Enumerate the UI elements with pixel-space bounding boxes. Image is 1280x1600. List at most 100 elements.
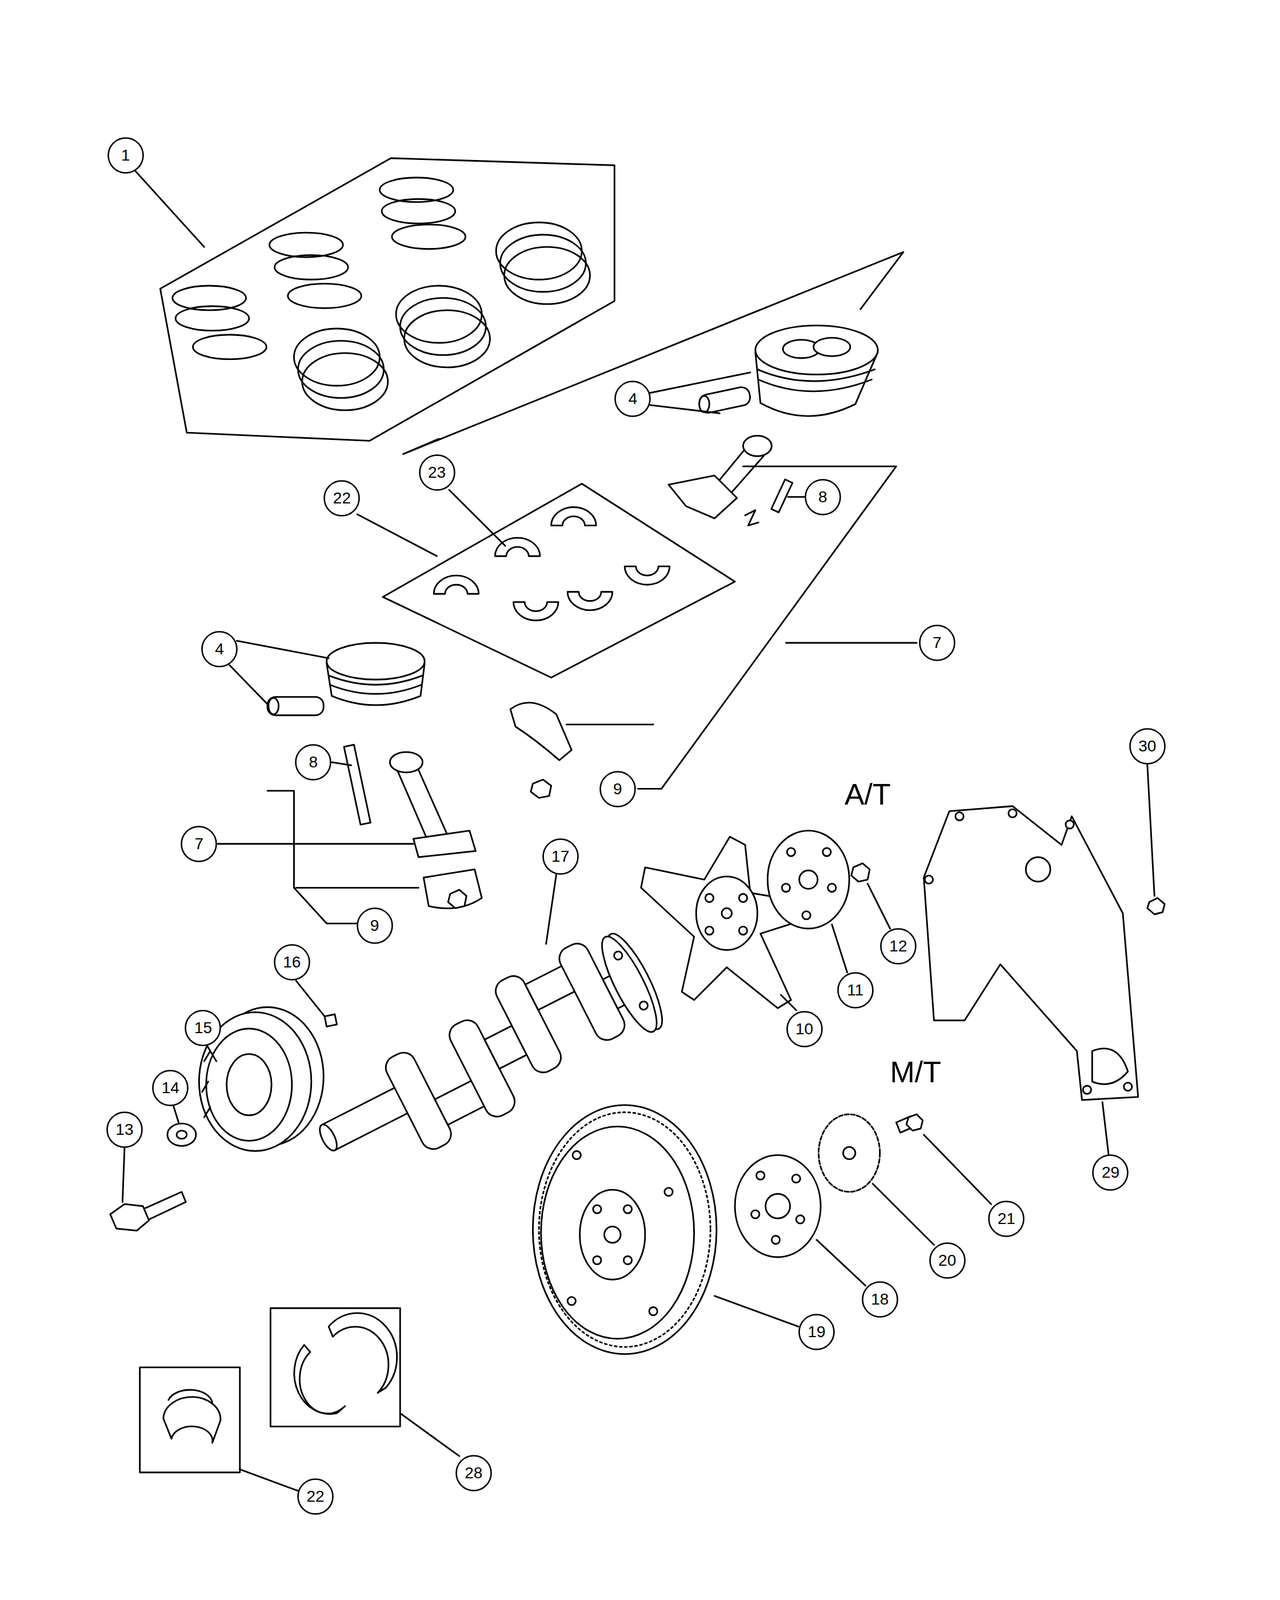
- pulley-bolt: [110, 1204, 150, 1231]
- callout-number: 22: [333, 490, 351, 507]
- flex-plate: [828, 883, 836, 892]
- leader-line: [714, 1296, 798, 1327]
- callout-number: 19: [807, 1324, 826, 1340]
- callout-outline: [108, 137, 143, 173]
- bracket-line: [637, 466, 896, 789]
- flex-plate: [767, 830, 850, 929]
- piston-rod-left: [267, 697, 324, 716]
- callout-outline: [296, 745, 331, 780]
- callout-outline: [419, 455, 455, 491]
- piston-rod-left: [448, 889, 467, 908]
- piston-rod-left: [329, 684, 422, 694]
- leader-line: [449, 489, 506, 546]
- piston-ring-set: [400, 297, 486, 355]
- leader-line: [122, 171, 1155, 1491]
- flywheel: [580, 1189, 646, 1280]
- callout-number: 9: [613, 781, 623, 798]
- leader-line: [122, 1148, 125, 1203]
- cover-plate: [924, 875, 933, 884]
- callout-circle: 21: [988, 1200, 1025, 1238]
- thrust-washer-box: [294, 1345, 346, 1415]
- cover-plate: [1065, 820, 1074, 829]
- callout-outline: [799, 1314, 835, 1350]
- flywheel: [734, 1154, 821, 1258]
- callout-outline: [786, 1011, 822, 1047]
- bearing-set: [382, 483, 735, 678]
- flex-plate: [802, 911, 811, 920]
- callout-outline: [880, 928, 916, 964]
- leader-line: [924, 1134, 992, 1204]
- piston-ring-set: [160, 158, 615, 442]
- callout-circle: 17: [542, 838, 579, 875]
- cover-plate: [1082, 1085, 1091, 1094]
- leader-line: [650, 405, 720, 414]
- leader-line: [650, 372, 751, 394]
- leader-line: [236, 640, 329, 658]
- bracket-line: [267, 790, 358, 924]
- callout-outline: [297, 1478, 333, 1514]
- piston-ring-set: [381, 198, 456, 224]
- pulley-bolt: [110, 1007, 324, 1231]
- callout-circle: 4: [201, 630, 238, 668]
- flywheel: [623, 1256, 632, 1264]
- callout-circle: 11: [837, 972, 874, 1009]
- flywheel: [771, 1236, 780, 1244]
- callout-number: 10: [795, 1021, 814, 1038]
- transmission-label: A/T: [844, 779, 891, 810]
- leader-line: [816, 1240, 866, 1286]
- callout-circle: 23: [418, 454, 456, 491]
- piston-ring-set: [404, 310, 490, 368]
- flex-plate: [799, 870, 818, 889]
- flywheel: [649, 1307, 658, 1316]
- callout-circle: 9: [599, 770, 636, 808]
- callout-circle: 30: [1129, 728, 1166, 765]
- flywheel: [604, 1226, 621, 1243]
- callout-outline: [542, 838, 578, 874]
- flywheel: [532, 1105, 717, 1355]
- callout-circle: 8: [804, 478, 842, 516]
- flywheel: [567, 1297, 576, 1306]
- callout-number: 30: [1138, 738, 1156, 755]
- callout-outline: [615, 381, 651, 417]
- flex-plate: [705, 893, 714, 902]
- callout-number: 11: [846, 982, 864, 999]
- bearing-set: [567, 592, 613, 611]
- callout-outline: [274, 945, 310, 980]
- piston-rod-left: [326, 642, 425, 680]
- flywheel: [842, 1146, 855, 1159]
- leader-line: [832, 924, 848, 973]
- bearing-set: [494, 537, 540, 556]
- callout-outline: [324, 480, 360, 516]
- piston-rod-right: [745, 510, 759, 526]
- cover-plate: [955, 812, 964, 820]
- flex-plate: [738, 926, 747, 935]
- callout-number: 7: [194, 836, 204, 852]
- callout-number: 14: [161, 1080, 180, 1096]
- leader-line: [296, 886, 419, 889]
- flywheel: [751, 1210, 760, 1219]
- group-outline: [403, 252, 904, 455]
- callout-number: 17: [551, 848, 570, 865]
- leader-line: [217, 842, 414, 845]
- callout-circle: 4: [614, 380, 651, 418]
- callout-number: 15: [194, 1020, 212, 1036]
- flex-plate: [781, 883, 790, 892]
- callout-circle: 16: [273, 944, 311, 981]
- callout-number: 18: [870, 1291, 889, 1308]
- callout-circle: 22: [297, 1478, 334, 1515]
- callout-outline: [1129, 728, 1165, 764]
- cover-plate: [924, 806, 1166, 1100]
- transmission-label: M/T: [890, 1057, 942, 1087]
- pulley-bolt: [202, 1050, 211, 1118]
- flywheel: [792, 1174, 800, 1183]
- flex-plate: [786, 848, 795, 856]
- callout-number: 8: [309, 754, 319, 771]
- flex-plate: [851, 863, 870, 882]
- callout-number: 1: [121, 147, 131, 164]
- callout-number: 4: [214, 641, 224, 658]
- piston-rod-right: [771, 479, 793, 513]
- flex-plate: [641, 830, 870, 1009]
- piston-rod-left: [423, 869, 482, 908]
- cover-plate: [1147, 897, 1165, 915]
